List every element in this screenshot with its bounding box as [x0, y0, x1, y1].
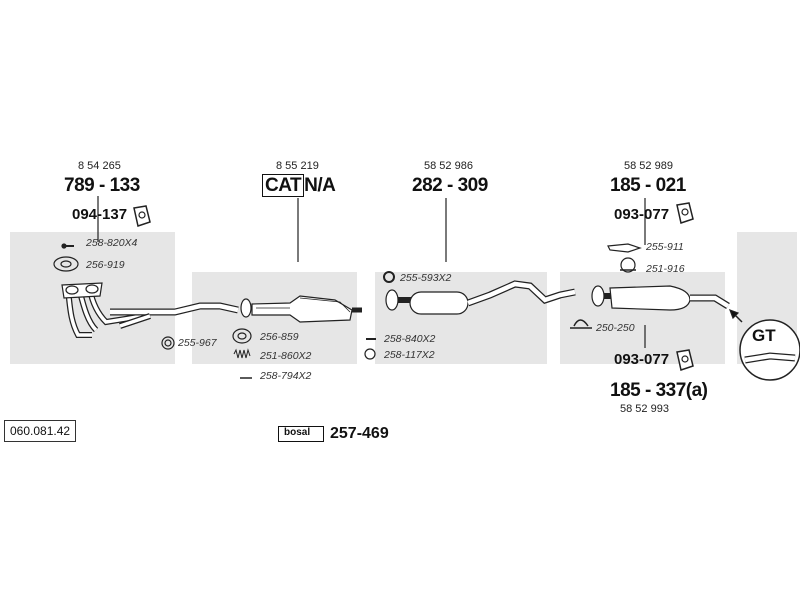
mount-front: 094-137 — [72, 206, 128, 223]
accessory-bolt-mid: 258-840X2 — [384, 333, 436, 345]
accessory-hanger-rear: 251-916 — [646, 263, 685, 275]
oem-number-rear-silencer: 58 52 993 — [620, 403, 669, 415]
part-number-front: 789 - 133 — [64, 175, 140, 196]
cat-label: CAT — [262, 174, 305, 197]
part-number-rear-silencer: 185 - 337(a) — [610, 380, 708, 401]
mount-rear-top: 093-077 — [614, 206, 670, 223]
accessory-clamp-rear: 255-911 — [646, 241, 684, 253]
kit-part-number: 257-469 — [330, 425, 389, 442]
bosal-logo: bosal — [278, 426, 324, 442]
part-number-mid: 282 - 309 — [412, 175, 488, 196]
part-number-rear: 185 - 021 — [610, 175, 686, 196]
accessory-clamp-rear-low: 250-250 — [596, 322, 635, 334]
gt-badge: GT — [752, 326, 776, 345]
oem-number-front: 8 54 265 — [78, 160, 121, 172]
accessory-gasket-cat: 256-859 — [260, 331, 299, 343]
accessory-ring-mid: 258-117X2 — [384, 349, 435, 361]
oem-number-rear: 58 52 989 — [624, 160, 673, 172]
accessory-ring-front: 255-967 — [178, 337, 217, 349]
oem-number-mid: 58 52 986 — [424, 160, 473, 172]
accessory-clamp-mid: 255-593X2 — [400, 272, 452, 284]
mount-rear-bottom: 093-077 — [614, 351, 670, 368]
oem-number-cat: 8 55 219 — [276, 160, 319, 172]
accessory-spring-cat: 251-860X2 — [260, 350, 312, 362]
catalog-code: 060.081.42 — [4, 420, 77, 442]
cat-suffix: N/A — [304, 175, 336, 196]
accessory-bolt-front: 258-820X4 — [86, 237, 138, 249]
accessory-gasket-front: 256-919 — [86, 259, 125, 271]
accessory-bolt-cat: 258-794X2 — [260, 370, 312, 382]
bosal-logo-text: bosal — [284, 427, 311, 438]
